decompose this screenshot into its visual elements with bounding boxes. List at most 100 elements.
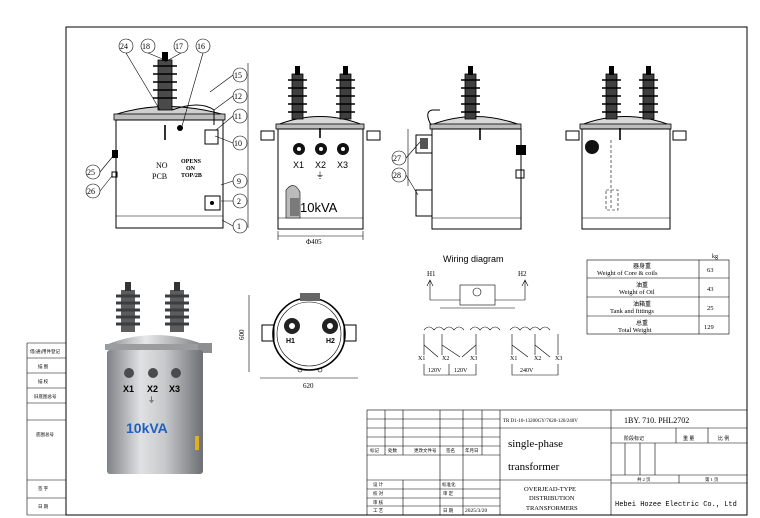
svg-text:11: 11 xyxy=(234,112,242,121)
model-number: TR D1-10-13200GY/7620-120/240V xyxy=(503,419,578,424)
svg-text:12: 12 xyxy=(234,92,242,101)
svg-text:第 1 页: 第 1 页 xyxy=(705,476,719,483)
tank-body xyxy=(581,128,671,230)
svg-text:⏚: ⏚ xyxy=(148,396,155,404)
bushing-right xyxy=(336,66,355,120)
svg-text:油重: 油重 xyxy=(636,281,648,289)
product-name-line2: transformer xyxy=(508,461,560,473)
product-name-line1: single-phase xyxy=(508,438,563,450)
svg-text:63: 63 xyxy=(707,267,714,274)
svg-text:设 计: 设 计 xyxy=(373,481,384,488)
svg-text:X3: X3 xyxy=(555,356,562,362)
svg-text:年月日: 年月日 xyxy=(465,447,479,454)
svg-text:签名: 签名 xyxy=(446,447,455,454)
product-type-line1: OVERJEAD-TYPE xyxy=(524,486,576,493)
tank-body xyxy=(431,128,522,230)
opens-label: OPENS xyxy=(181,159,202,165)
svg-text:2: 2 xyxy=(237,197,241,206)
svg-text:43: 43 xyxy=(707,286,714,293)
svg-text:1: 1 xyxy=(237,222,241,231)
svg-text:日 期: 日 期 xyxy=(443,508,454,514)
svg-text:27: 27 xyxy=(393,154,401,163)
photo-rating-label: 10kVA xyxy=(126,420,168,436)
tank-body xyxy=(115,119,224,229)
top-view: H1 H2 620 600 xyxy=(238,293,358,390)
svg-text:审 核: 审 核 xyxy=(373,499,384,506)
top-width-dimension: 620 xyxy=(303,382,314,390)
base-width-dimension: Φ405 xyxy=(306,238,322,246)
weights-unit: kg xyxy=(712,254,718,260)
svg-text:25: 25 xyxy=(87,168,95,177)
rear-view xyxy=(565,66,687,230)
tank-photo-body xyxy=(107,350,203,474)
no-pcb-label: NO xyxy=(156,161,168,170)
wiring-diagram: Wiring diagram H1 H2 X1 X2 X3 X1 X2 X3 1… xyxy=(418,254,562,376)
company-name: Hebei Hozee Electric Co., Ltd xyxy=(615,501,737,509)
drawing-date: 2025/3/20 xyxy=(465,508,488,514)
svg-text:比 例: 比 例 xyxy=(718,435,729,442)
part-callouts: 24 18 17 16 15 12 11 10 9 2 1 25 26 27 2… xyxy=(85,38,421,234)
svg-text:X2: X2 xyxy=(442,356,449,362)
svg-text:TOP/2B: TOP/2B xyxy=(181,173,202,179)
svg-text:H1: H1 xyxy=(286,338,295,345)
voltage-240v: 240V xyxy=(520,368,534,374)
bushing-side-view: X1 X2 X3 ⏚ 10kVA Φ405 xyxy=(260,66,381,246)
transformer-photo: X1 X2 X3 ⏚ 10kVA xyxy=(105,282,212,474)
svg-text:24: 24 xyxy=(120,42,128,51)
voltage-120v-b: 120V xyxy=(454,368,468,374)
drawing-number: 1BY. 710. PHL2702 xyxy=(624,416,689,425)
bushing-left xyxy=(288,66,307,120)
svg-text:10: 10 xyxy=(234,139,242,148)
title-block: 标记 处数 更改文件号 签名 年月日 设 计 标准化 校 对 审 定 审 核 工… xyxy=(366,409,748,516)
svg-text:底图总号: 底图总号 xyxy=(36,431,54,438)
svg-text:描 图: 描 图 xyxy=(38,363,49,370)
svg-text:旧底图总号: 旧底图总号 xyxy=(34,393,57,400)
svg-text:⏚: ⏚ xyxy=(316,171,324,180)
hv-bushing xyxy=(153,52,177,111)
svg-text:更改文件号: 更改文件号 xyxy=(414,447,437,454)
top-height-dimension: 600 xyxy=(238,329,246,340)
h1-label: H1 xyxy=(427,270,436,278)
svg-text:工 艺: 工 艺 xyxy=(373,508,384,513)
svg-text:ON: ON xyxy=(186,166,196,172)
front-elevation-view: NO PCB OPENS ON TOP/2B xyxy=(111,52,249,229)
svg-text:签 字: 签 字 xyxy=(38,485,49,491)
svg-text:18: 18 xyxy=(142,42,150,51)
wiring-diagram-title: Wiring diagram xyxy=(443,254,504,264)
weights-table: kg 器身重 Weight of Core & coils 63 油重 Weig… xyxy=(586,254,730,335)
svg-text:标准化: 标准化 xyxy=(442,481,456,488)
photo-x1-label: X1 xyxy=(123,384,134,394)
terminal-label-x1: X1 xyxy=(293,160,304,170)
svg-text:X1: X1 xyxy=(418,356,425,362)
svg-text:Weight of Oil: Weight of Oil xyxy=(619,289,655,296)
terminal-label-x3: X3 xyxy=(337,160,348,170)
svg-text:日 期: 日 期 xyxy=(38,504,49,510)
svg-text:28: 28 xyxy=(393,171,401,180)
svg-text:Tank and fittings: Tank and fittings xyxy=(610,308,654,315)
svg-text:26: 26 xyxy=(87,187,95,196)
svg-text:标记: 标记 xyxy=(370,447,379,454)
svg-text:器身重: 器身重 xyxy=(633,262,651,270)
svg-text:15: 15 xyxy=(234,71,242,80)
svg-text:Total Weight: Total Weight xyxy=(618,327,652,334)
left-side-view xyxy=(407,66,526,230)
photo-x2-label: X2 xyxy=(147,384,158,394)
rating-label: 10kVA xyxy=(300,200,338,215)
svg-text:重 量: 重 量 xyxy=(683,435,694,442)
photo-x3-label: X3 xyxy=(169,384,180,394)
svg-text:16: 16 xyxy=(197,42,205,51)
terminal-label-x2: X2 xyxy=(315,160,326,170)
svg-text:X2: X2 xyxy=(534,356,541,362)
svg-text:借(通)用件登记: 借(通)用件登记 xyxy=(30,348,60,355)
svg-text:油箱重: 油箱重 xyxy=(633,300,651,308)
svg-text:总重: 总重 xyxy=(636,319,648,327)
svg-text:17: 17 xyxy=(175,42,183,51)
svg-text:Weight of Core & coils: Weight of Core & coils xyxy=(597,270,658,277)
voltage-120v-a: 120V xyxy=(428,368,442,374)
svg-text:审 定: 审 定 xyxy=(443,490,454,497)
svg-text:X3: X3 xyxy=(470,356,477,362)
svg-text:129: 129 xyxy=(704,324,714,331)
svg-text:X1: X1 xyxy=(510,356,517,362)
